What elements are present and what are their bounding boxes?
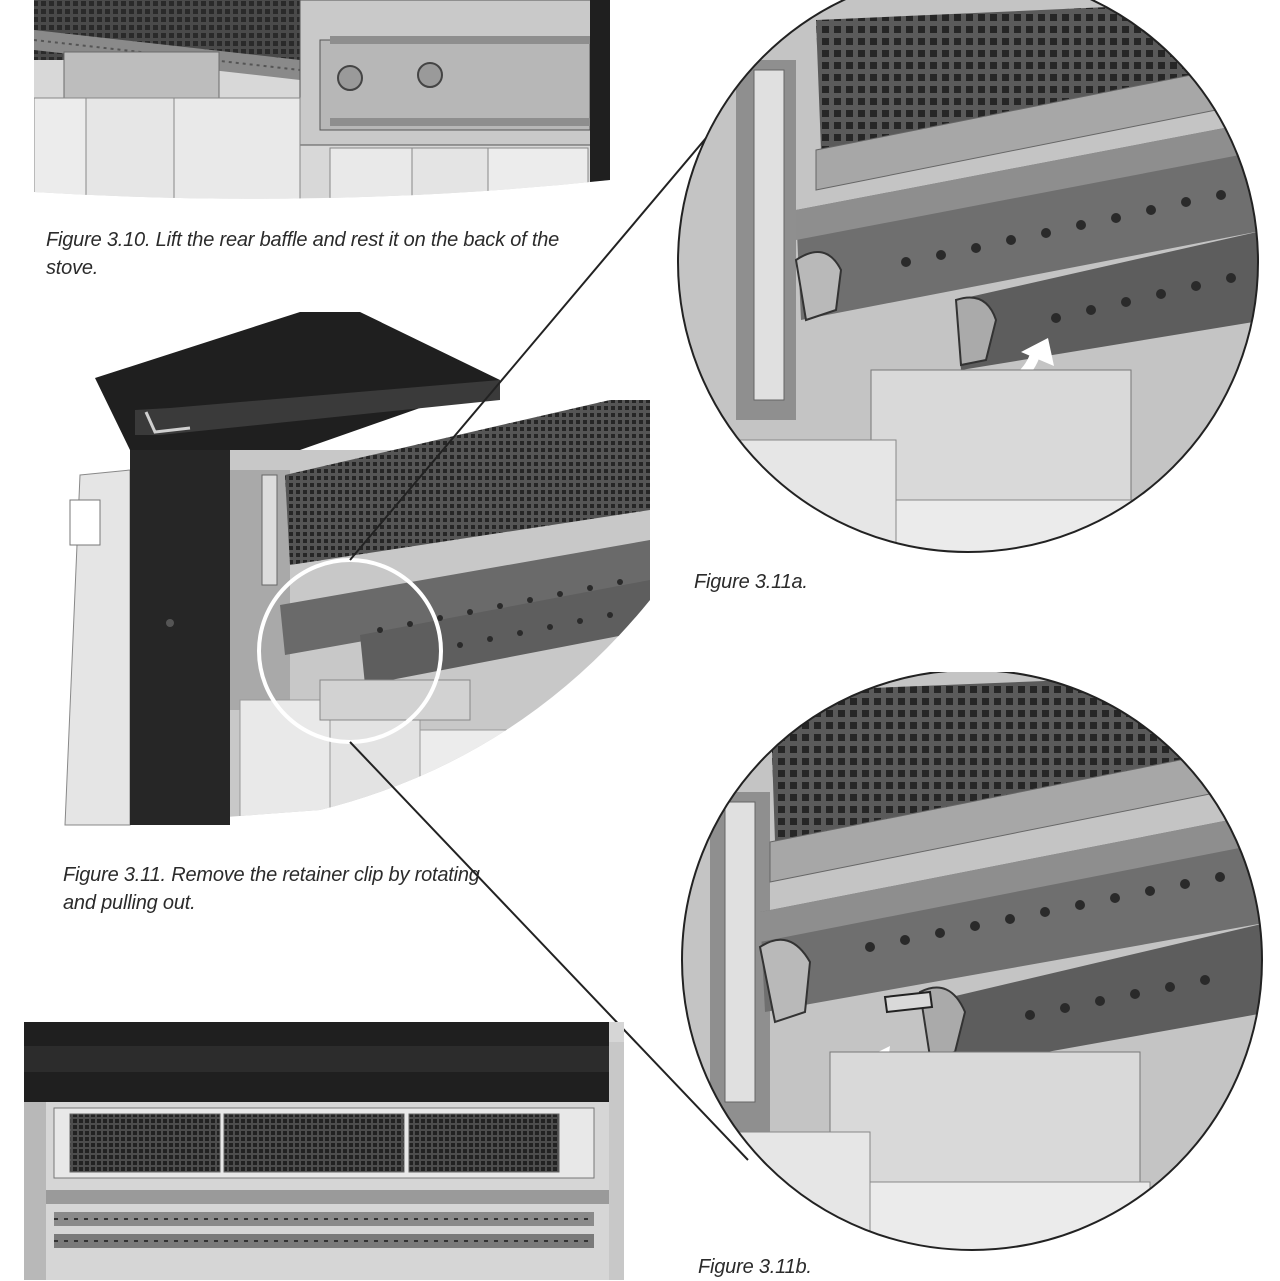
caption-figure-3-11a: Figure 3.11a. (694, 571, 808, 593)
figure-3-12-illustration (24, 1022, 624, 1280)
figure-3-11a-detail (676, 0, 1266, 560)
caption-figure-3-10: Figure 3.10. Lift the rear baffle and re… (46, 229, 560, 279)
figure-3-11-illustration (50, 300, 650, 840)
figure-3-11b-detail (680, 672, 1270, 1252)
caption-figure-3-11b: Figure 3.11b. (698, 1256, 812, 1278)
caption-figure-3-11: Figure 3.11. Remove the retainer clip by… (63, 864, 480, 914)
figure-3-10-illustration (0, 0, 640, 210)
